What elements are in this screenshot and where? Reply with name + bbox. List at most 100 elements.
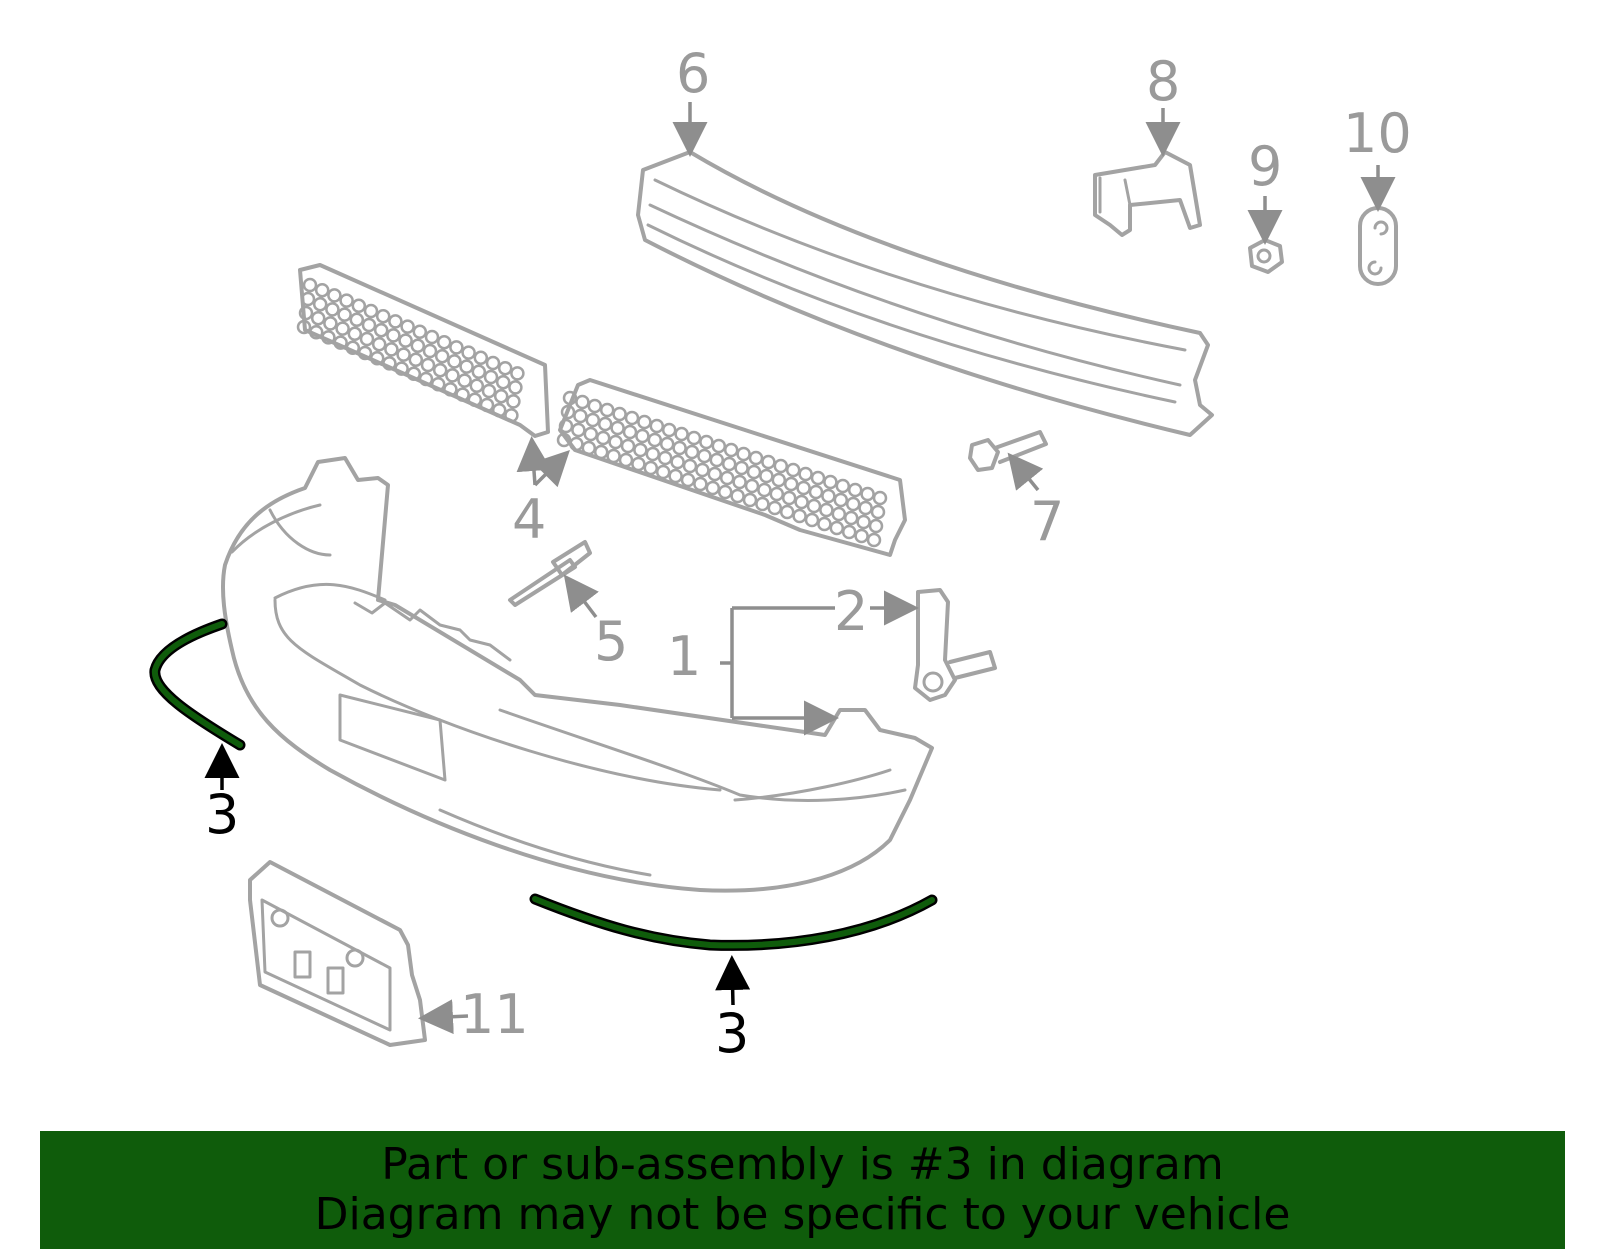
grille-cell [635,428,650,444]
grille-cell [493,388,509,404]
grille-cell [659,436,675,452]
grille-cell [327,288,342,303]
grille-cell [497,360,513,376]
grille-cell [643,460,659,476]
grille-cell [347,326,363,342]
grille-cell [769,486,785,502]
grille-cell [473,350,489,366]
grille-cell [599,402,615,418]
grille-cell [560,404,576,420]
grille-cell [796,480,811,496]
grille-cell [631,456,646,472]
grille-cell [806,498,822,514]
grille-cell [779,504,795,520]
callout-8: 8 [1146,50,1180,113]
grille-cell [608,434,623,450]
grille-cell [424,329,440,345]
grille-cell [804,512,820,528]
grille-cell [471,364,487,380]
grille-cell [872,490,888,506]
grille-cell [821,488,836,504]
grille-cell [736,446,751,462]
grille-cell [495,374,511,390]
grille-cell [333,335,348,350]
grille-cell [870,504,886,520]
arrow-4b [532,450,570,488]
grille-cell [612,406,627,422]
grille-cell [302,277,318,293]
grille-cell [647,432,663,448]
grille-cell [373,322,389,338]
grille-cell [781,490,797,506]
grille-cell [298,305,314,321]
grille-cell [817,516,832,532]
banner-line-2: Diagram may not be specific to your vehi… [314,1189,1291,1240]
banner-line-1: Part or sub-assembly is #3 in diagram [381,1139,1224,1190]
grille-cell [386,328,401,343]
retainer-part [1358,206,1398,286]
grille-cell [819,502,834,518]
license-bracket-part [248,860,427,1047]
grille-cell [829,520,845,536]
grille-cell [412,324,428,340]
grille-insert-right-part [556,378,907,557]
grille-cell [369,350,385,366]
grille-cell [755,496,770,512]
grille-cell [860,486,875,502]
callout-6: 6 [676,42,710,105]
grille-insert-left-part [296,263,550,438]
grille-cell [606,448,621,464]
mounting-bracket-part [913,588,997,702]
grille-cell [359,331,375,347]
grille-cell [556,432,572,448]
grille-cell [721,456,737,472]
grille-cell [461,345,476,360]
grille-cell [723,442,739,458]
grille-cell [759,468,774,484]
grille-cell [479,397,495,413]
grille-cell [504,408,519,423]
grille-cell [798,466,813,482]
molding-strip-left-highlight[interactable] [149,618,246,751]
grille-cell [483,369,499,385]
grille-cell [645,446,661,462]
grille-cell [693,476,708,492]
grille-cell [325,302,340,317]
grille-cell [422,343,438,359]
grille-cell [375,308,391,324]
grille-cell [709,452,725,468]
grille-cell [449,340,464,355]
grille-cell [467,392,483,408]
grille-cell [469,378,485,394]
grille-cell [831,506,847,522]
grille-cell [335,321,350,336]
grille-cell [637,414,652,430]
grille-cell [761,454,776,470]
grille-cell [707,466,723,482]
grille-cell [382,356,397,371]
grille-cell [436,334,452,350]
grille-cell [349,312,365,328]
grille-cell [571,422,586,438]
grille-cell [597,416,613,432]
grille-cell [508,380,523,395]
grille-cell [337,307,352,322]
grille-cell [757,482,772,498]
grille-cell [312,296,328,312]
callout-1: 1 [667,625,701,688]
grille-cell [657,450,673,466]
grille-cell [866,532,882,548]
grille-cell [717,484,733,500]
grille-cell [310,310,326,326]
grille-cell [323,316,338,331]
arrow-7 [1007,452,1044,492]
grille-cell [485,355,501,371]
grille-cell [734,460,749,476]
grille-cell [674,426,689,442]
grille-cell [457,373,472,388]
grille-cell [771,472,787,488]
grille-cell [581,440,597,456]
grille-cell [843,510,859,526]
grille-cell [455,387,470,402]
grille-cell [808,484,824,500]
